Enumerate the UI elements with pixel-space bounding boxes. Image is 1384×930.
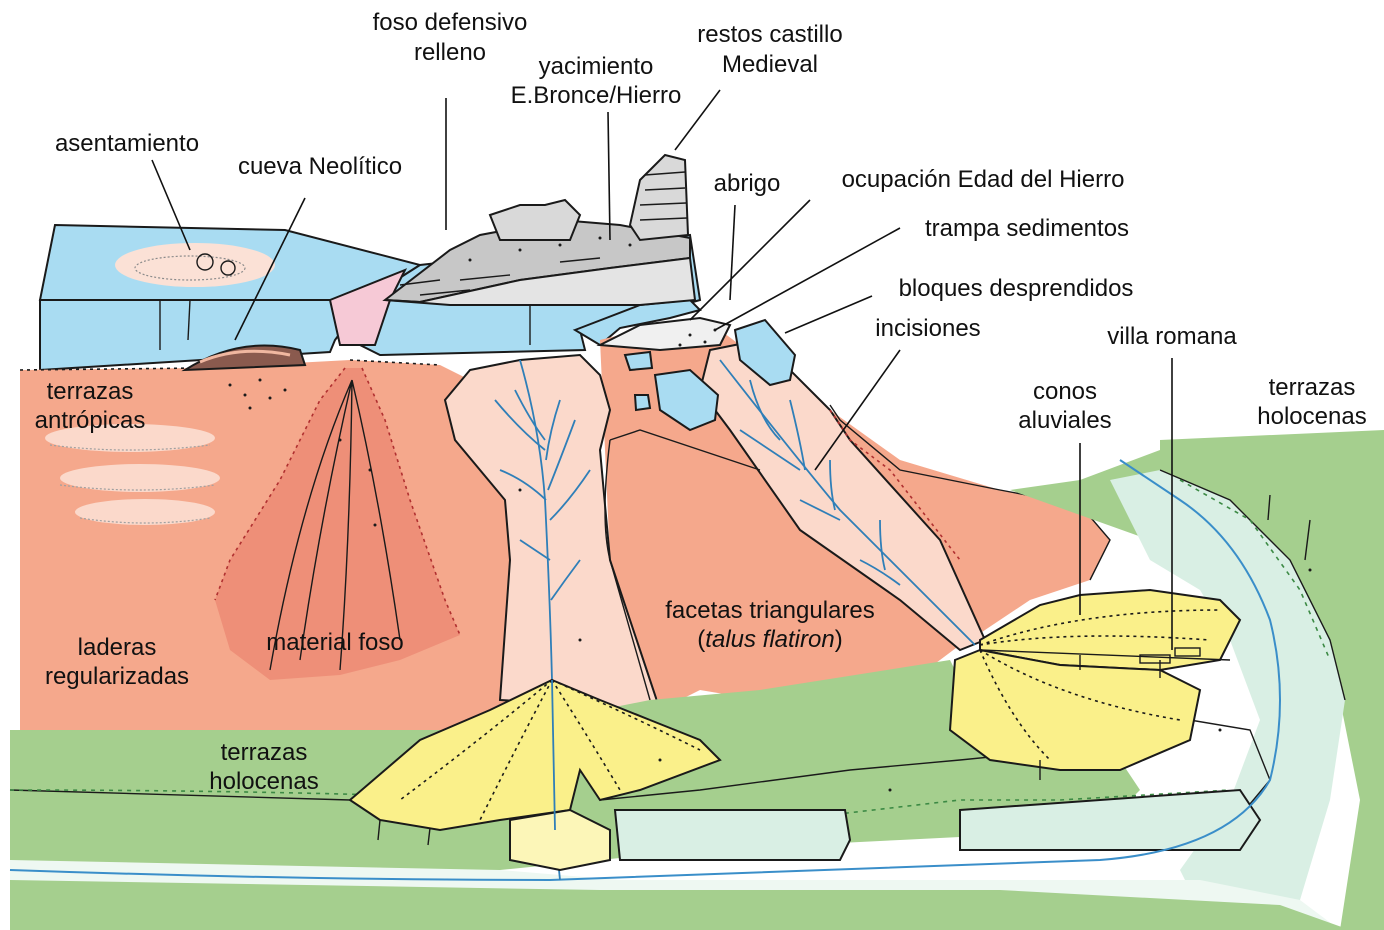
label-terrazas-holocenas-right-1: terrazas bbox=[1269, 374, 1356, 401]
label-restos-castillo-1: restos castillo bbox=[697, 21, 842, 48]
label-terrazas-holocenas-left-1: terrazas bbox=[221, 739, 308, 766]
label-conos-aluviales-2: aluviales bbox=[1018, 407, 1111, 434]
label-asentamiento: asentamiento bbox=[55, 130, 199, 157]
label-ocupacion-hierro: ocupación Edad del Hierro bbox=[842, 166, 1125, 193]
label-facetas-triangulares: facetas triangulares bbox=[665, 597, 874, 624]
label-terrazas-holocenas-left-2: holocenas bbox=[209, 768, 318, 795]
label-conos-aluviales-1: conos bbox=[1033, 378, 1097, 405]
label-restos-castillo-2: Medieval bbox=[722, 51, 818, 78]
label-terrazas-antropicas-2: antrópicas bbox=[35, 407, 146, 434]
label-terrazas-holocenas-right-2: holocenas bbox=[1257, 403, 1366, 430]
label-incisiones: incisiones bbox=[875, 315, 980, 342]
label-terrazas-antropicas-1: terrazas bbox=[47, 378, 134, 405]
label-foso-defensivo-1: foso defensivo bbox=[373, 9, 528, 36]
label-villa-romana: villa romana bbox=[1107, 323, 1237, 350]
label-abrigo: abrigo bbox=[714, 170, 781, 197]
label-cueva-neolitico: cueva Neolítico bbox=[238, 153, 402, 180]
label-material-foso: material foso bbox=[266, 629, 403, 656]
label-yacimiento-2: E.Bronce/Hierro bbox=[511, 82, 682, 109]
label-foso-defensivo-2: relleno bbox=[414, 39, 486, 66]
label-yacimiento-1: yacimiento bbox=[539, 53, 654, 80]
label-bloques-desprendidos: bloques desprendidos bbox=[899, 275, 1134, 302]
castle-mound bbox=[385, 155, 695, 305]
label-laderas-1: laderas bbox=[78, 634, 157, 661]
asentamiento-patch bbox=[115, 243, 275, 287]
label-trampa-sedimentos: trampa sedimentos bbox=[925, 215, 1129, 242]
label-laderas-2: regularizadas bbox=[45, 663, 189, 690]
label-talus-flatiron: (talus flatiron) bbox=[697, 626, 842, 653]
